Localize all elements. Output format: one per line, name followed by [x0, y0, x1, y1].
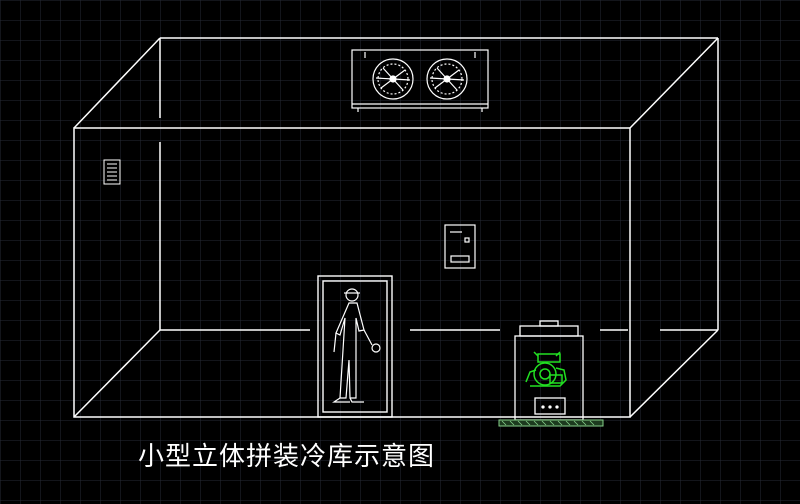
worker-figure-icon	[332, 288, 381, 403]
diagram-caption: 小型立体拼装冷库示意图	[138, 442, 436, 472]
vent-icon	[103, 159, 121, 185]
evaporator-fan-icon	[351, 49, 489, 112]
control-box-icon	[444, 224, 476, 269]
unit-base	[498, 419, 604, 427]
compressor-icon	[525, 351, 567, 387]
door-frame	[317, 275, 393, 418]
